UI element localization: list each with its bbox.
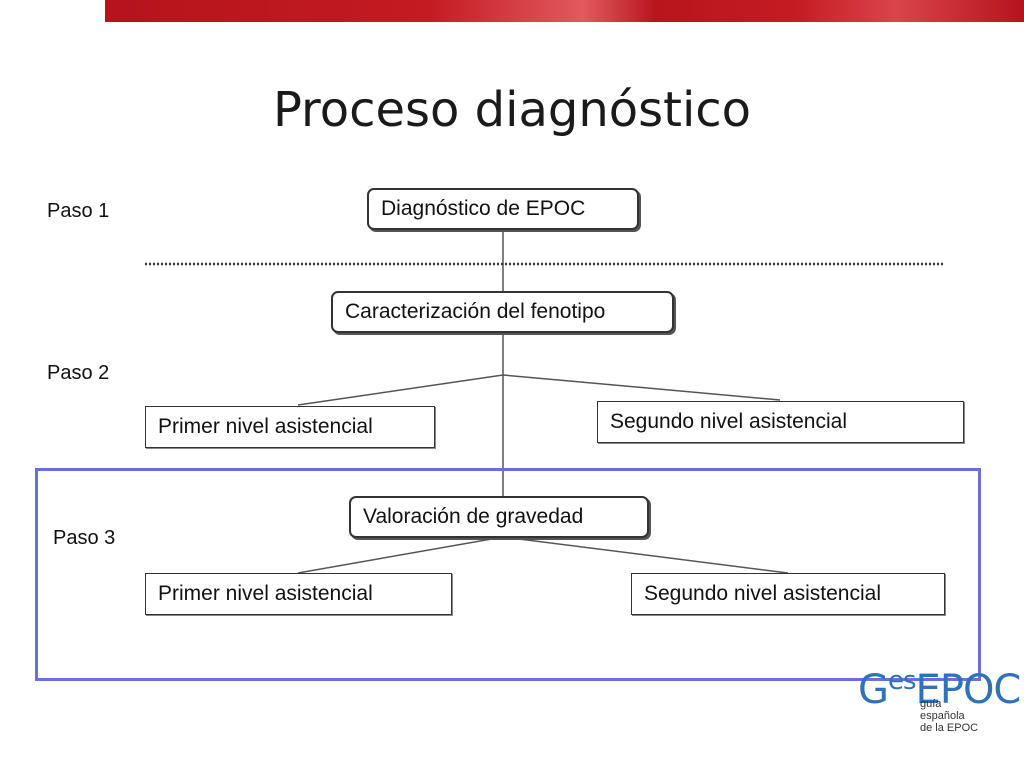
node-segundo-nivel-paso2: Segundo nivel asistencial xyxy=(597,401,964,443)
paso3-label: Paso 3 xyxy=(53,527,116,549)
node-segundo-nivel-paso3-label: Segundo nivel asistencial xyxy=(644,582,881,605)
node-segundo-nivel-paso2-label: Segundo nivel asistencial xyxy=(610,410,847,433)
node-fenotipo-label: Caracterización del fenotipo xyxy=(345,300,606,323)
node-primer-nivel-paso2-label: Primer nivel asistencial xyxy=(158,415,373,438)
logo-subtitle: guía española de la EPOC xyxy=(920,698,979,734)
paso1-label: Paso 1 xyxy=(47,200,110,222)
node-primer-nivel-paso3: Primer nivel asistencial xyxy=(145,573,452,615)
paso2-label: Paso 2 xyxy=(47,362,110,384)
branch-left-paso2 xyxy=(297,374,504,406)
logo-sup: es xyxy=(888,666,917,696)
top-decorative-bar xyxy=(105,0,1024,22)
logo-suffix: EPOC xyxy=(915,667,1022,713)
node-segundo-nivel-paso3: Segundo nivel asistencial xyxy=(631,573,945,615)
branch-right-paso2 xyxy=(502,374,781,401)
node-fenotipo: Caracterización del fenotipo xyxy=(331,291,674,333)
branch-right-paso3 xyxy=(502,536,789,574)
node-diagnostico: Diagnóstico de EPOC xyxy=(367,188,639,230)
branch-left-paso3 xyxy=(297,536,504,574)
node-primer-nivel-paso3-label: Primer nivel asistencial xyxy=(158,582,373,605)
node-gravedad-label: Valoración de gravedad xyxy=(363,505,584,528)
slide-title: Proceso diagnóstico xyxy=(272,82,752,138)
node-primer-nivel-paso2: Primer nivel asistencial xyxy=(145,406,435,448)
gesepoc-logo: GesEPOC guía española de la EPOC xyxy=(858,666,1022,748)
node-diagnostico-label: Diagnóstico de EPOC xyxy=(381,197,586,220)
logo-wordmark: GesEPOC xyxy=(858,666,1022,713)
node-gravedad: Valoración de gravedad xyxy=(349,496,649,538)
paso3-frame xyxy=(35,468,981,681)
logo-prefix: G xyxy=(858,667,889,713)
